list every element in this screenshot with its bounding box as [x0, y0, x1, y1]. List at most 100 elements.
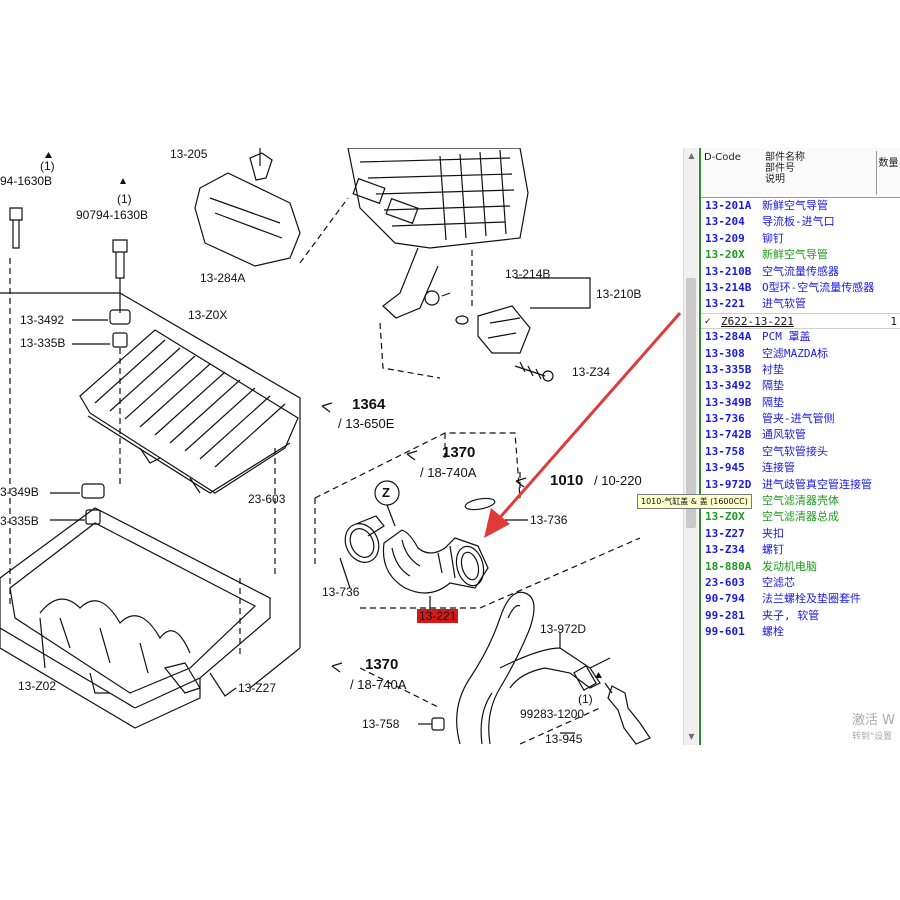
label-13-205: 13-205 [170, 148, 208, 161]
fresh-air-duct-shape [347, 148, 529, 249]
part-code: 13-284A [705, 330, 752, 344]
part-code: 13-335B [705, 362, 752, 376]
label-13-736-right: 13-736 [530, 513, 568, 527]
part-name: 新鲜空气导管 [762, 248, 828, 262]
part-code: 13-209 [705, 231, 745, 245]
ref-13-650e: / 13-650E [338, 416, 395, 431]
ref-1370-upper[interactable]: 1370 [442, 444, 476, 461]
column-header-name[interactable]: 部件名称 部件号 说明 [765, 152, 875, 185]
air-filter-element-shape [79, 329, 299, 494]
part-name: 新鲜空气导管 [762, 199, 828, 212]
part-name: 连接管 [762, 461, 795, 475]
reference-tooltip: 1010-气缸盖 & 盖 (1600CC) [637, 494, 752, 509]
part-qty: 1 [890, 314, 897, 328]
highlighted-part-13-221[interactable]: 13-221 [417, 609, 459, 623]
intake-hose-shape [382, 529, 489, 594]
part-code: 13-214B [705, 280, 752, 294]
scroll-down-arrow-icon[interactable]: ▼ [688, 732, 695, 741]
ref-1364[interactable]: 1364 [352, 396, 386, 413]
column-header-qty[interactable]: 数量 [876, 151, 900, 195]
parts-list-item[interactable]: 13-308 空滤MAZDA标 [701, 346, 900, 362]
label-13-z0x: 13-Z0X [188, 308, 228, 322]
scrollbar-thumb[interactable] [686, 278, 696, 528]
part-name: 空滤芯 [762, 575, 795, 589]
label-qty-1-b: (1) [117, 192, 132, 206]
label-13-210b: 13-210B [596, 287, 642, 301]
label-13-221[interactable]: 13-221 [417, 609, 459, 623]
label-13-z02: 13-Z02 [18, 679, 57, 693]
label-13-z34: 13-Z34 [572, 365, 611, 379]
ref-10-220: / 10-220 [594, 473, 642, 488]
part-code: 13-Z0X [705, 510, 745, 524]
parts-list-item[interactable]: 13-201A 新鲜空气导管 [701, 198, 900, 214]
part-name: 空气滤清器总成 [762, 510, 839, 524]
part-name: 进气歧管真空管连接管 [762, 477, 872, 491]
part-code: 13-308 [705, 346, 745, 360]
exploded-diagram-pane[interactable]: (1) 94-1630B (1) 90794-1630B 13-205 13-2… [0, 148, 683, 745]
part-code: 18-880A [705, 559, 752, 573]
part-name: 夹子, 软管 [762, 608, 820, 622]
parts-list-item[interactable]: 13-972D 进气歧管真空管连接管 [701, 477, 900, 493]
label-23-603: 23-603 [248, 492, 286, 506]
part-code: 13-Z27 [705, 526, 745, 540]
part-name: 空滤MAZDA标 [762, 346, 829, 360]
parts-list-item[interactable]: 13-945 连接管 [701, 460, 900, 476]
ref-18-740a-lower: / 18-740A [350, 677, 407, 692]
label-13-214b: 13-214B [505, 267, 551, 281]
label-13-335b-lower: 3-335B [0, 514, 39, 528]
diagram-vertical-scrollbar[interactable]: ▲ ▼ [683, 148, 698, 745]
part-code: 13-972D [705, 477, 752, 491]
flange-bolt-left [9, 207, 23, 249]
air-cleaner-case-shape [0, 507, 271, 709]
part-code: 13-204 [705, 215, 745, 229]
label-94-1630b: 94-1630B [0, 174, 53, 188]
ref-1370-lower[interactable]: 1370 [365, 656, 399, 673]
column-header-dcode[interactable]: D-Code [704, 152, 741, 163]
checkmark-icon[interactable]: ✓ [704, 316, 712, 327]
red-annotation-arrow [484, 312, 682, 538]
label-qty-1-a: (1) [40, 159, 55, 173]
label-qty-1-c: (1) [578, 692, 593, 706]
part-code: 13-Z34 [705, 543, 745, 557]
label-13-349b: 3-349B [0, 485, 39, 499]
part-name: 导流板-进气口 [762, 215, 835, 229]
part-code: 13-221 [705, 297, 745, 311]
parts-catalog-window: (1) 94-1630B (1) 90794-1630B 13-205 13-2… [0, 148, 900, 745]
part-code: 13-210B [705, 264, 752, 278]
label-13-945: 13-945 [545, 732, 583, 746]
part-code: 13-945 [705, 461, 745, 475]
parts-list-header: D-Code 部件名称 部件号 说明 数量 [701, 148, 900, 198]
part-number-row[interactable]: ✓ Z622-13-221 1 [701, 312, 900, 330]
ref-1010[interactable]: 1010 [550, 472, 584, 489]
parts-list-item[interactable]: 13-20X 新鲜空气导管 [701, 247, 900, 263]
parts-list-item[interactable]: 13-204 导流板-进气口 [701, 214, 900, 230]
part-code: 13-758 [705, 444, 745, 458]
scroll-up-arrow-icon[interactable]: ▲ [688, 151, 695, 160]
part-code: Z622-13-221 [721, 314, 794, 328]
parts-list-item[interactable]: 13-Z0X 空气滤清器总成 [701, 509, 900, 525]
part-code: 13-201A [705, 199, 752, 212]
part-code: 13-20X [705, 248, 745, 262]
exploded-parts-diagram [0, 148, 682, 745]
part-name: 螺栓 [762, 625, 784, 639]
part-code: 13-349B [705, 395, 752, 409]
